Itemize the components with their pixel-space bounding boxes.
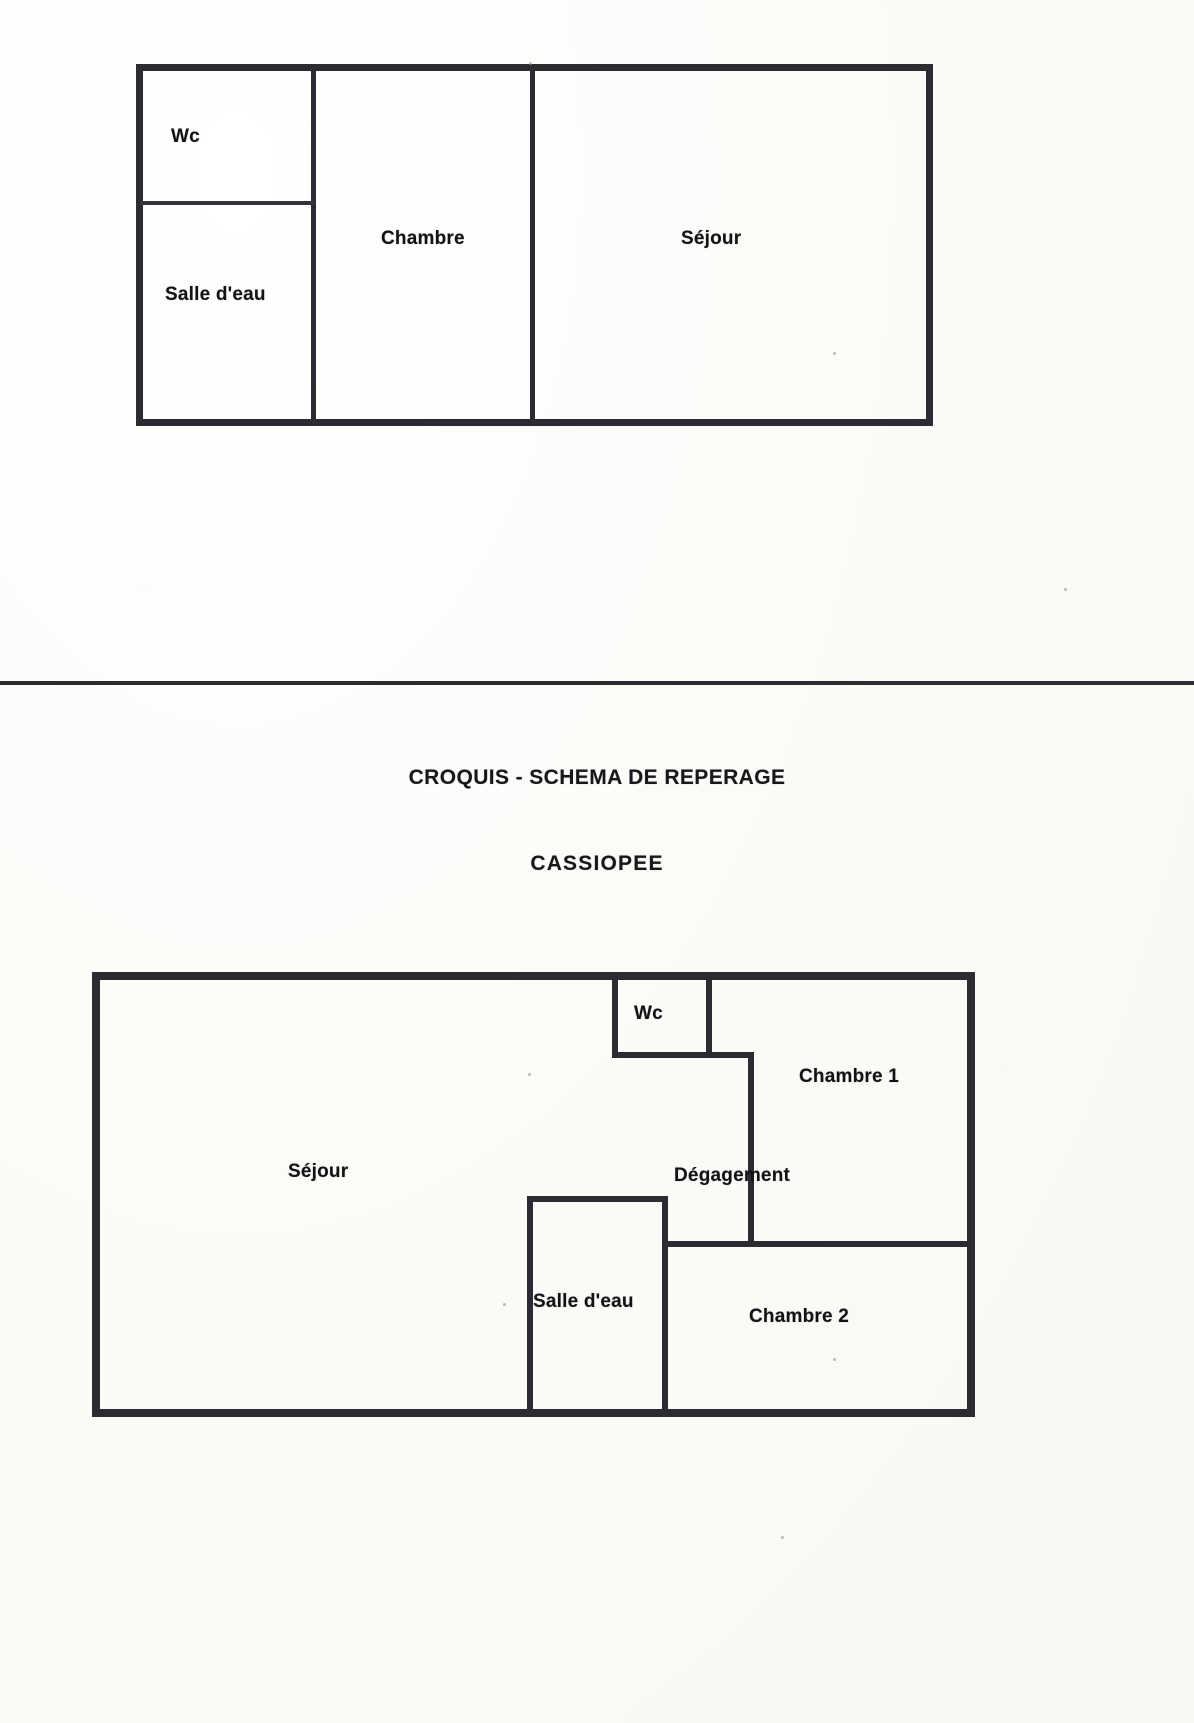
upper-plan-outer-wall-left: [136, 64, 143, 426]
lower-plan-room-label-sejour: Séjour: [288, 1161, 349, 1182]
lower-plan-salledeau-wall-top: [527, 1196, 668, 1202]
scan-speck: [503, 1303, 506, 1306]
lower-plan-room-label-chambre-1: Chambre 1: [799, 1066, 900, 1087]
lower-plan-salledeau-wall-right: [662, 1196, 668, 1417]
upper-plan-room-label-chambre: Chambre: [381, 228, 465, 249]
document-title: CROQUIS - SCHEMA DE REPERAGE: [408, 766, 786, 789]
scan-speck: [529, 62, 532, 65]
lower-plan-room-label-salle-deau: Salle d'eau: [533, 1291, 634, 1312]
document-subtitle: CASSIOPEE: [530, 852, 664, 875]
scan-speck: [1064, 588, 1067, 591]
lower-plan-outer-wall-top: [92, 972, 975, 980]
lower-plan-room-label-chambre-2: Chambre 2: [749, 1306, 850, 1327]
upper-plan-partition-wc-salledeau: [140, 201, 315, 205]
lower-plan-degagement-wall-vertical: [748, 1052, 754, 1244]
upper-plan-room-label-salle-deau: Salle d'eau: [165, 284, 266, 305]
lower-plan-outer-wall-left: [92, 972, 100, 1417]
scan-speck: [781, 1536, 784, 1539]
scan-speck: [833, 1358, 836, 1361]
upper-plan-partition-left-block: [311, 64, 316, 426]
upper-plan-partition-chambre-sejour: [530, 64, 535, 426]
scan-speck: [528, 1073, 531, 1076]
upper-floor-plan: Wc Salle d'eau Chambre Séjour: [0, 0, 1194, 640]
page-section-divider: [0, 681, 1194, 685]
lower-plan-room-label-wc: Wc: [634, 1003, 663, 1024]
scan-speck: [833, 352, 836, 355]
upper-plan-room-label-sejour: Séjour: [681, 228, 742, 249]
lower-plan-wc-wall-bottom: [612, 1052, 754, 1058]
upper-plan-room-label-wc: Wc: [171, 126, 200, 147]
lower-plan-chambre2-wall-top: [665, 1241, 975, 1247]
lower-plan-outer-wall-bottom: [92, 1409, 975, 1417]
lower-plan-salledeau-wall-left: [527, 1196, 533, 1417]
lower-plan-wc-wall-left: [612, 980, 618, 1058]
upper-plan-outer-wall-right: [926, 64, 933, 426]
lower-plan-outer-wall-right: [967, 972, 975, 1417]
lower-plan-room-label-degagement: Dégagement: [674, 1165, 791, 1186]
lower-plan-wc-wall-right: [706, 980, 712, 1058]
